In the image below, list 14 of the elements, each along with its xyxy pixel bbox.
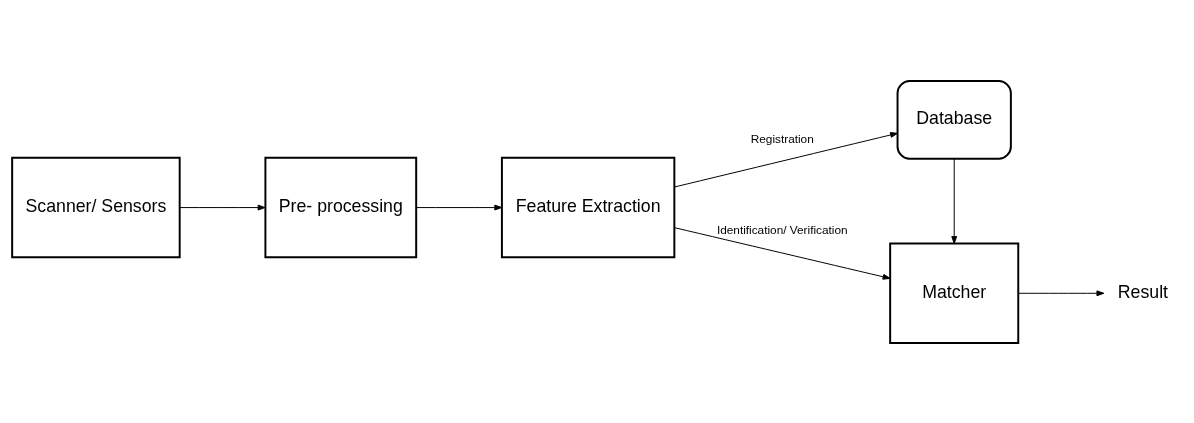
node-box: Feature Extraction (500, 156, 676, 258)
node-box: Matcher (889, 242, 1020, 344)
arrow (1017, 289, 1105, 296)
arrow (674, 131, 899, 187)
arrow (674, 226, 891, 280)
node-box: Database (896, 79, 1012, 160)
node-box: Pre- processing (264, 156, 418, 258)
node-box: Scanner/ Sensors (11, 156, 181, 258)
edge-label: Registration (750, 131, 814, 146)
arrow (415, 204, 503, 210)
arrow (951, 158, 958, 244)
arrow (179, 204, 266, 210)
edge-label: Identification/ Verification (716, 222, 848, 237)
node-text: Result (1117, 281, 1169, 302)
